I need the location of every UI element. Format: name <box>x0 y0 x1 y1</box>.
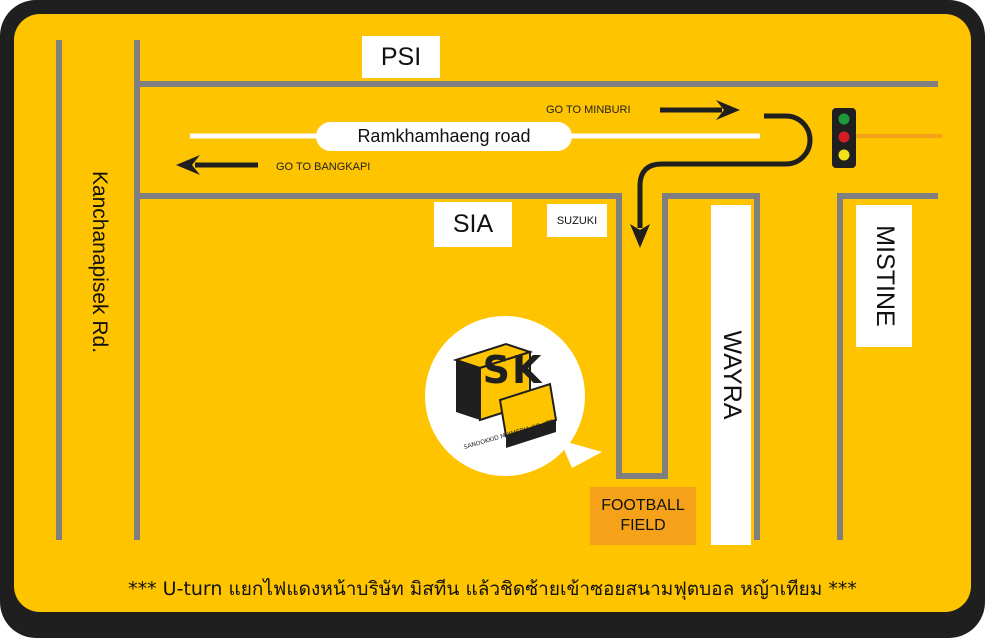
landmark-suzuki: SUZUKI <box>547 204 607 237</box>
road-label-ramkhamhaeng: Ramkhamhaeng road <box>316 122 572 151</box>
arrow-left-icon <box>176 155 258 175</box>
traffic-light-icon <box>832 108 856 168</box>
company-logo <box>425 316 602 476</box>
landmark-psi: PSI <box>362 36 440 78</box>
sk-logo-mark <box>452 342 558 448</box>
landmark-psi-text: PSI <box>380 42 422 71</box>
road-mistine-edge <box>837 193 938 540</box>
road-name-ramkhamhaeng: Ramkhamhaeng road <box>357 126 531 146</box>
map-background <box>14 14 971 612</box>
route-instruction-note: *** U-turn แยกไฟแดงหน้าบริษัท มิสทีน แล้… <box>128 578 857 600</box>
landmark-sia: SIA <box>434 202 512 247</box>
football-field-line1: FOOTBALL <box>601 497 685 514</box>
football-field-line2: FIELD <box>620 517 666 534</box>
logo-letters: SK <box>482 348 544 392</box>
direction-bangkapi: GO TO BANGKAPI <box>276 161 371 173</box>
landmark-football-field: FOOTBALL FIELD <box>590 487 696 545</box>
landmark-suzuki-text: SUZUKI <box>556 214 598 227</box>
landmark-wayra: WAYRA <box>711 205 751 545</box>
direction-minburi: GO TO MINBURI <box>546 104 631 116</box>
road-network <box>56 40 938 540</box>
landmark-mistine: MISTINE <box>856 205 912 347</box>
landmark-mistine-text: MISTINE <box>871 225 899 327</box>
road-football-soi <box>137 193 760 540</box>
u-turn-arrow-icon <box>630 113 813 248</box>
landmark-sia-text: SIA <box>452 210 494 238</box>
road-name-kanchanapisek: Kanchanapisek Rd. <box>88 170 111 354</box>
arrow-right-icon <box>660 100 740 120</box>
landmark-wayra-text: WAYRA <box>718 330 746 420</box>
